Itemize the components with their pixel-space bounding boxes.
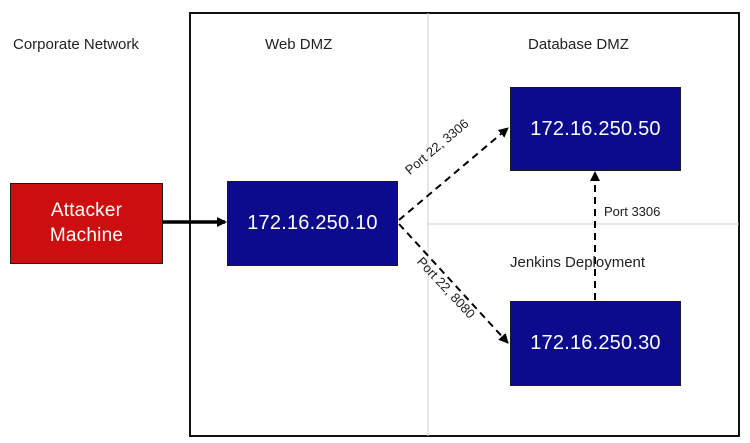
database-server-node[interactable]: 172.16.250.50 [510,87,681,171]
zone-label-database-dmz: Database DMZ [528,36,629,53]
database-server-ip: 172.16.250.50 [530,117,661,140]
jenkins-server-ip: 172.16.250.30 [530,332,661,354]
web-server-node[interactable]: 172.16.250.10 [227,181,398,266]
attacker-label-line2: Machine [49,224,124,246]
jenkins-server-node[interactable]: 172.16.250.30 [510,301,681,386]
web-server-ip: 172.16.250.10 [247,212,378,234]
attacker-label-line1: Attacker [50,199,123,221]
zone-label-corporate-network: Corporate Network [13,36,139,53]
web-to-jenkins-connection [398,223,509,344]
zone-label-web-dmz: Web DMZ [265,36,333,53]
zone-label-jenkins-deployment: Jenkins Deployment [510,254,646,271]
attacker-machine-node[interactable]: Attacker Machine [10,183,163,264]
edge-label-jenkins-to-db: Port 3306 [604,204,661,219]
